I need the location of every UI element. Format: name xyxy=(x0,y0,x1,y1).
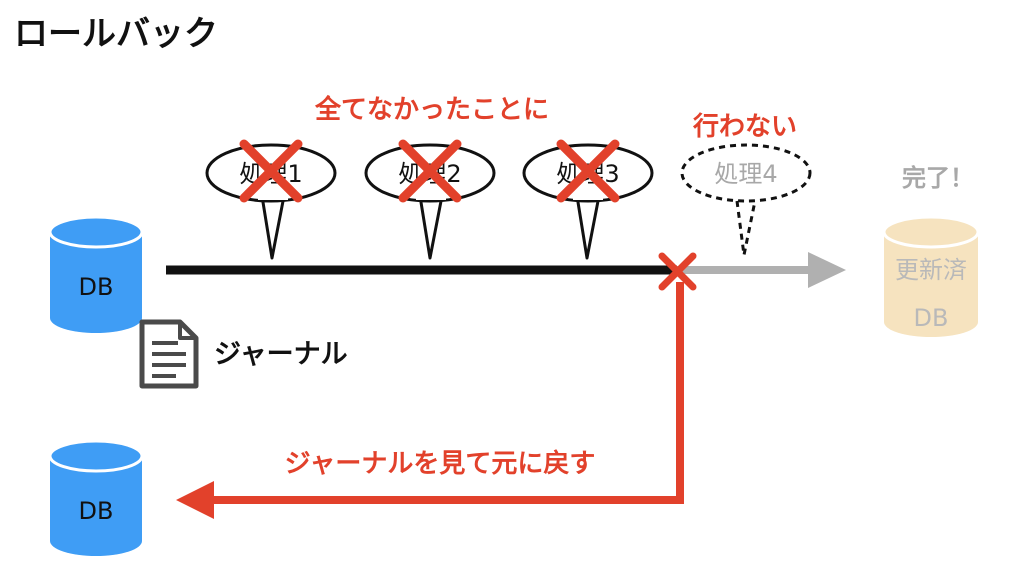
interruption-x-icon xyxy=(658,252,697,291)
updated-db-label-1: 更新済 xyxy=(895,256,967,284)
source-db-label: DB xyxy=(79,273,114,301)
restored-db-cylinder: DB xyxy=(48,439,144,556)
updated-db-cylinder: 更新済 DB xyxy=(882,215,980,337)
rollback-path xyxy=(212,282,684,504)
process-bubble-3: 処理3 xyxy=(522,139,654,260)
journal-label: ジャーナル xyxy=(214,339,348,370)
process-bubble-2: 処理2 xyxy=(364,139,496,260)
timeline-arrowhead xyxy=(808,252,846,288)
document-icon xyxy=(139,319,199,389)
source-db-cylinder: DB xyxy=(48,215,144,333)
process-bubble-4: 処理4 xyxy=(680,143,812,256)
restored-db-label: DB xyxy=(79,497,114,525)
completed-label: 完了！ xyxy=(902,164,974,192)
cancel-x-icon xyxy=(239,139,303,203)
not-executed-label: 行わない xyxy=(692,111,797,142)
updated-db-label-2: DB xyxy=(914,304,949,332)
cancel-x-icon xyxy=(398,139,462,203)
process-label-4: 処理4 xyxy=(714,160,777,188)
process-bubble-1: 処理1 xyxy=(205,139,337,260)
restore-label: ジャーナルを見て元に戻す xyxy=(285,449,596,479)
page-title: ロールバック xyxy=(14,14,218,54)
cancel-x-icon xyxy=(556,139,620,203)
all-cancelled-label: 全てなかったことに xyxy=(314,94,549,125)
rollback-arrowhead xyxy=(176,481,214,519)
